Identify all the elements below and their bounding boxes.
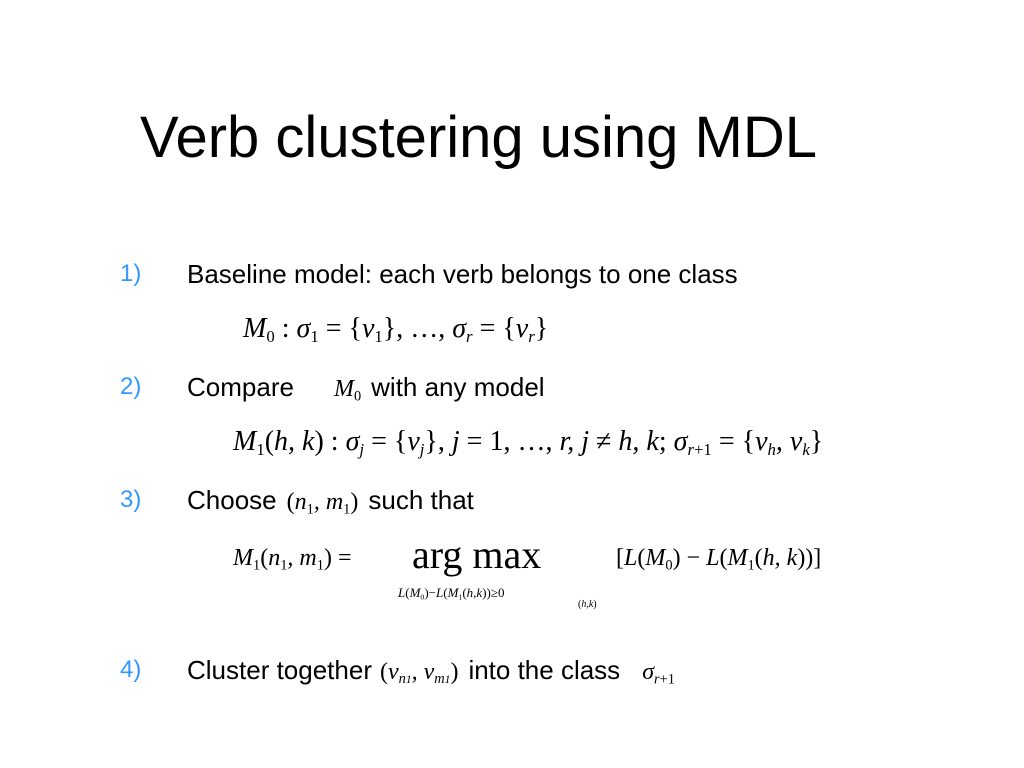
item-text-2: Compare M0 with any model: [187, 370, 545, 413]
item-text-3: Choose (n1, m1) such that: [187, 483, 474, 526]
item-text-3-after: such that: [368, 485, 474, 515]
argmax-operator: arg max: [412, 532, 542, 577]
argmax-index: (h,k): [578, 599, 597, 610]
item-text-4-after: into the class: [468, 655, 621, 685]
item-text-3-before: Choose: [187, 485, 277, 515]
inline-math-n1-m1: (n1, m1): [286, 489, 359, 518]
equation-m1: M1(h, k) : σj = {vj}, j = 1, …, r, j ≠ h…: [233, 426, 824, 460]
inline-math-v-pair: (vn1, vm1): [379, 659, 459, 688]
item-number-4: 4): [120, 656, 142, 683]
equation-m0: M0 : σ1 = {v1}, …, σr = {vr}: [243, 313, 549, 347]
item-text-4: Cluster together(vn1, vm1) into the class…: [187, 653, 685, 697]
equation-argmax-rhs: [L(M0) − L(M1(h, k))]: [616, 545, 822, 574]
argmax-constraint: L(M0)−L(M1(h,k))≥0: [398, 585, 505, 602]
item-text-2-before: Compare: [187, 372, 294, 402]
item-number-1: 1): [120, 260, 142, 287]
item-number-2: 2): [120, 373, 142, 400]
item-text-2-after: with any model: [371, 372, 545, 402]
inline-math-sigma-r1: σr+1: [642, 659, 675, 688]
equation-argmax-lhs: M1(n1, m1) =: [233, 545, 352, 574]
item-text-1: Baseline model: each verb belongs to one…: [187, 259, 738, 289]
item-number-3: 3): [120, 486, 142, 513]
item-text-4-before: Cluster together: [187, 655, 372, 685]
slide-title: Verb clustering using MDL: [140, 105, 817, 170]
inline-math-m0: M0: [333, 376, 362, 405]
